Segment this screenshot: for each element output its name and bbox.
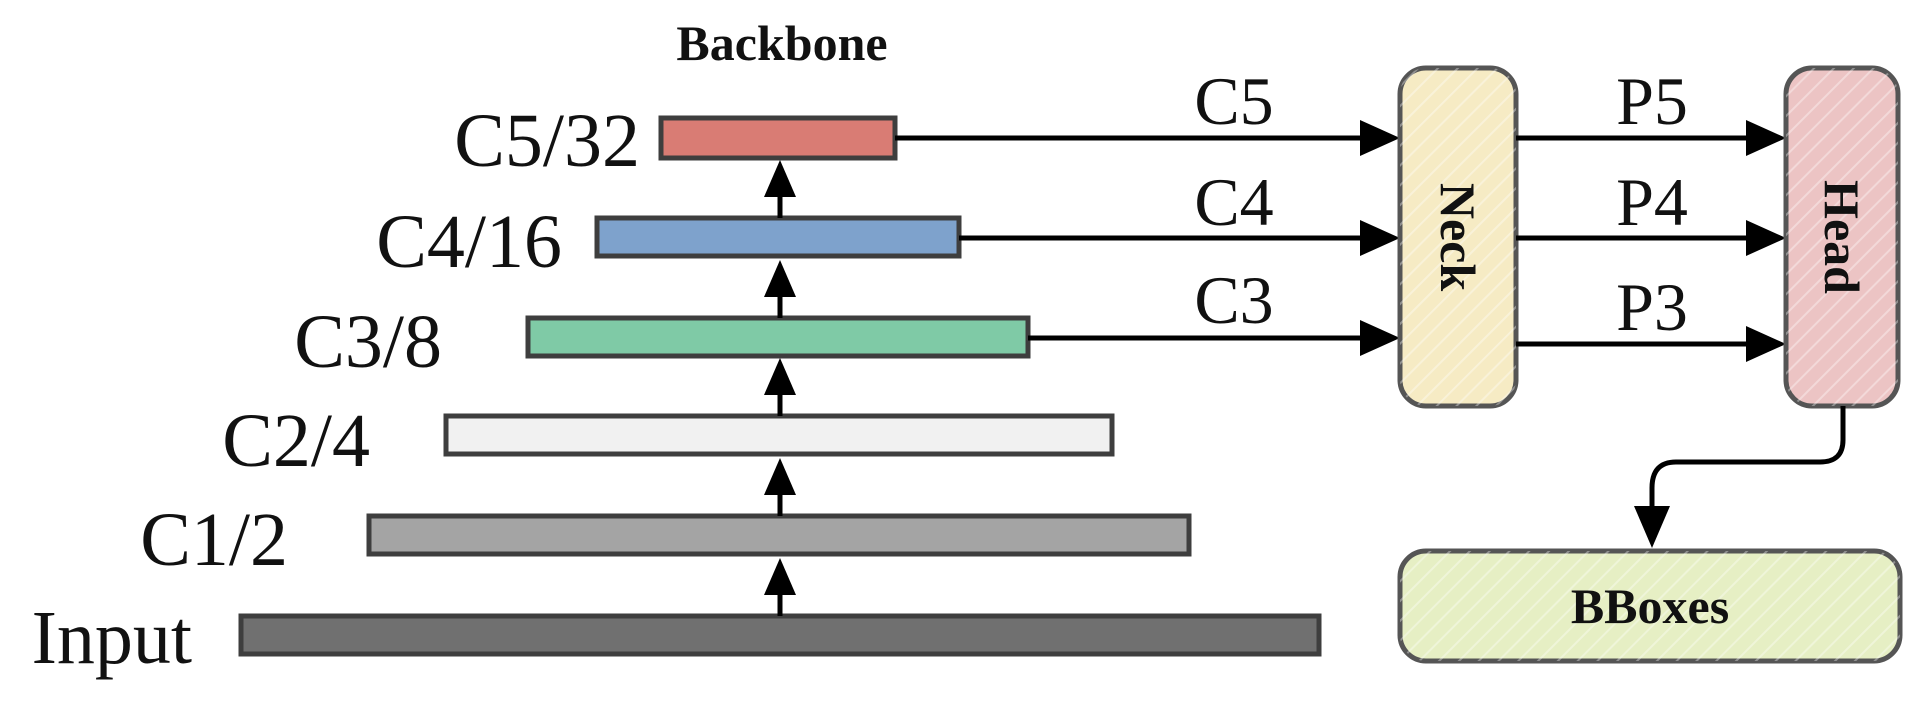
neck-module: Neck [1397, 65, 1519, 409]
bboxes-module: BBoxes [1397, 548, 1903, 664]
connection-label-p3: P3 [1616, 269, 1688, 345]
arrow-p3-head-head [1746, 326, 1786, 362]
layer-label-c3: C3/8 [294, 300, 442, 384]
arrow-p5-head-head [1746, 120, 1786, 156]
up-arrow-c1-c2-head [764, 458, 796, 495]
head-to-bboxes-arrow [1634, 406, 1846, 548]
layer-bar-c5 [658, 115, 898, 161]
layer-label-c2: C2/4 [222, 399, 370, 483]
layer-bar-c4 [594, 215, 962, 259]
up-arrow-c2-c3-head [764, 358, 796, 395]
bboxes-label: BBoxes [1571, 578, 1729, 634]
layer-bar-c3 [525, 315, 1031, 359]
head-module: Head [1783, 65, 1901, 409]
connection-label-c3: C3 [1194, 262, 1273, 338]
connection-label-c5: C5 [1194, 63, 1273, 139]
layer-label-c1: C1/2 [140, 498, 288, 582]
layer-bar-c2 [443, 413, 1115, 457]
head-to-bboxes-curve [1649, 406, 1846, 510]
arrow-c5-neck-head [1360, 120, 1400, 156]
arrow-p4-head-head [1746, 220, 1786, 256]
up-arrow-c4-c5-head [764, 160, 796, 197]
backbone-title: Backbone [676, 15, 887, 71]
connection-label-p5: P5 [1616, 63, 1688, 139]
layer-bar-input [238, 613, 1322, 657]
up-arrow-c3-c4-head [764, 260, 796, 297]
neck-box-hatch [1400, 68, 1516, 406]
backbone-to-neck-arrows: C5 C4 C3 [895, 63, 1400, 356]
layer-bar-c1 [366, 513, 1192, 557]
arrow-c3-neck-head [1360, 320, 1400, 356]
backbone-up-arrows [764, 160, 796, 616]
up-arrow-input-c1-head [764, 558, 796, 595]
layer-label-input: Input [32, 596, 192, 680]
head-to-bboxes-arrowhead [1634, 506, 1670, 548]
neck-label: Neck [1430, 183, 1486, 291]
layer-label-c4: C4/16 [376, 200, 562, 284]
arrow-c4-neck-head [1360, 220, 1400, 256]
connection-label-c4: C4 [1194, 164, 1273, 240]
head-label: Head [1814, 180, 1870, 294]
head-box-hatch [1786, 68, 1898, 406]
connection-label-p4: P4 [1616, 164, 1688, 240]
neck-to-head-arrows: P5 P4 P3 [1516, 63, 1786, 362]
layer-label-c5: C5/32 [454, 99, 640, 183]
backbone-layer-labels: Input C1/2 C2/4 C3/8 C4/16 C5/32 [32, 99, 640, 680]
bboxes-box-hatch [1400, 551, 1900, 661]
